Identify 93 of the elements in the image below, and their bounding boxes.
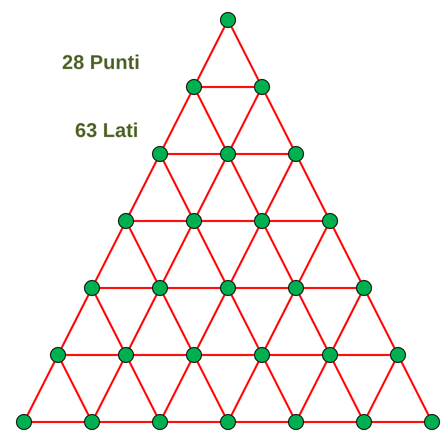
point-circle: [84, 414, 100, 430]
grid-line: [236, 287, 288, 289]
grid-line: [128, 160, 158, 214]
grid-line: [230, 228, 260, 282]
count-label: 28 Punti: [62, 52, 140, 75]
point-circle: [152, 414, 168, 430]
grid-line: [196, 228, 226, 282]
point-circle: [254, 347, 270, 363]
grid-line: [196, 362, 226, 416]
grid-line: [230, 160, 260, 214]
grid-line: [162, 160, 192, 214]
point-circle: [322, 213, 338, 229]
grid-line: [264, 294, 294, 348]
grid-line: [264, 362, 294, 416]
grid-line: [196, 94, 226, 148]
point-circle: [288, 146, 304, 162]
grid-line: [66, 354, 118, 356]
point-circle: [288, 280, 304, 296]
grid-line: [298, 160, 328, 214]
grid-line: [298, 294, 328, 348]
grid-line: [236, 153, 288, 155]
point-circle: [356, 414, 372, 430]
grid-line: [162, 294, 192, 348]
grid-line: [134, 354, 186, 356]
point-circle: [356, 280, 372, 296]
grid-line: [304, 421, 356, 423]
point-circle: [424, 414, 440, 430]
grid-line: [332, 294, 362, 348]
grid-line: [298, 362, 328, 416]
point-circle: [118, 347, 134, 363]
point-circle: [322, 347, 338, 363]
grid-line: [304, 287, 356, 289]
grid-line: [162, 362, 192, 416]
grid-line: [94, 228, 124, 282]
point-circle: [390, 347, 406, 363]
point-circle: [16, 414, 32, 430]
grid-line: [196, 160, 226, 214]
count-label: 63 Lati: [75, 120, 138, 143]
grid-line: [94, 294, 124, 348]
grid-line: [338, 354, 390, 356]
grid-line: [162, 94, 192, 148]
grid-line: [196, 26, 226, 80]
grid-line: [264, 160, 294, 214]
point-circle: [50, 347, 66, 363]
point-circle: [186, 347, 202, 363]
grid-line: [60, 294, 90, 348]
grid-line: [202, 220, 254, 222]
point-circle: [118, 213, 134, 229]
grid-line: [162, 228, 192, 282]
grid-line: [168, 287, 220, 289]
grid-line: [230, 26, 260, 80]
point-circle: [152, 280, 168, 296]
grid-line: [270, 354, 322, 356]
grid-line: [264, 228, 294, 282]
grid-line: [202, 86, 254, 88]
grid-line: [134, 220, 186, 222]
grid-line: [196, 294, 226, 348]
grid-line: [264, 94, 294, 148]
grid-line: [400, 362, 430, 416]
grid-line: [26, 362, 56, 416]
grid-line: [128, 228, 158, 282]
point-circle: [186, 213, 202, 229]
point-circle: [84, 280, 100, 296]
grid-line: [366, 294, 396, 348]
grid-line: [128, 294, 158, 348]
point-circle: [220, 280, 236, 296]
point-circle: [220, 414, 236, 430]
grid-line: [168, 421, 220, 423]
point-circle: [254, 79, 270, 95]
grid-line: [128, 362, 158, 416]
grid-line: [230, 362, 260, 416]
grid-line: [332, 228, 362, 282]
grid-line: [372, 421, 424, 423]
grid-line: [100, 287, 152, 289]
point-circle: [254, 213, 270, 229]
point-circle: [152, 146, 168, 162]
point-circle: [220, 146, 236, 162]
grid-line: [230, 94, 260, 148]
point-circle: [186, 79, 202, 95]
grid-line: [236, 421, 288, 423]
grid-line: [100, 421, 152, 423]
grid-line: [270, 220, 322, 222]
grid-line: [230, 294, 260, 348]
point-circle: [288, 414, 304, 430]
grid-line: [298, 228, 328, 282]
grid-line: [32, 421, 84, 423]
grid-line: [168, 153, 220, 155]
grid-line: [332, 362, 362, 416]
grid-line: [94, 362, 124, 416]
grid-line: [202, 354, 254, 356]
grid-line: [366, 362, 396, 416]
point-circle: [220, 12, 236, 28]
grid-line: [60, 362, 90, 416]
